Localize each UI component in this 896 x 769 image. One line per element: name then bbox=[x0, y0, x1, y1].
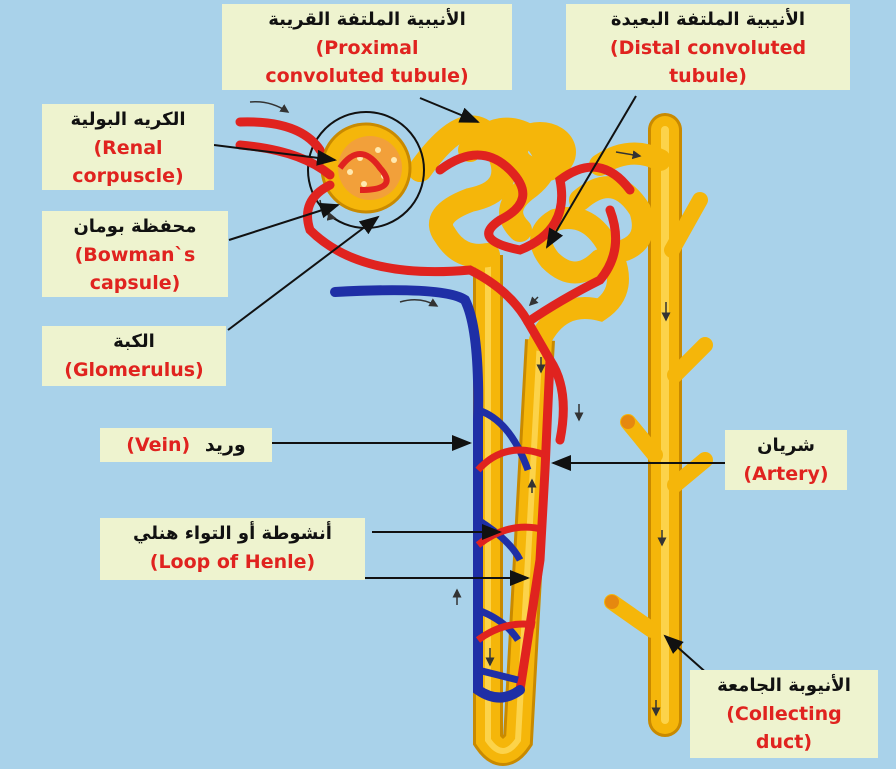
dct-arabic-text: الأنيبية الملتفة البعيدة bbox=[570, 6, 846, 34]
pct-english-line2: convoluted tubule) bbox=[226, 62, 508, 90]
vein-arabic-text: وريد bbox=[205, 434, 246, 456]
vein-english-text: (Vein) bbox=[126, 434, 190, 456]
bowman-arabic-text: محفظة بومان bbox=[46, 213, 224, 241]
collecting-english-line1: (Collecting bbox=[694, 700, 874, 728]
renal-arabic-text: الكريه البولية bbox=[46, 106, 210, 134]
vein-label-row: (Vein) وريد bbox=[104, 431, 268, 459]
renal-english-line1: (Renal bbox=[46, 134, 210, 162]
collecting-english-line2: duct) bbox=[694, 728, 874, 756]
artery-arabic-text: شريان bbox=[729, 432, 843, 460]
dct-english-line2: tubule) bbox=[570, 62, 846, 90]
artery-english-text: (Artery) bbox=[729, 460, 843, 488]
collecting-duct bbox=[605, 130, 705, 720]
pct-english-line1: (Proximal bbox=[226, 34, 508, 62]
collecting-duct-label: الأنيوبة الجامعة (Collecting duct) bbox=[690, 670, 878, 758]
loop-of-henle-label: أنشوطة أو التواء هنلي (Loop of Henle) bbox=[100, 518, 365, 580]
bowman-capsule-label: محفظة بومان (Bowman`s capsule) bbox=[42, 211, 228, 297]
vein-label: (Vein) وريد bbox=[100, 428, 272, 462]
renal-corpuscle-label: الكريه البولية (Renal corpuscle) bbox=[42, 104, 214, 190]
collecting-arabic-text: الأنيوبة الجامعة bbox=[694, 672, 874, 700]
bowman-english-line2: capsule) bbox=[46, 269, 224, 297]
renal-english-line2: corpuscle) bbox=[46, 162, 210, 190]
bowman-english-line1: (Bowman`s bbox=[46, 241, 224, 269]
pct-label: الأنيبية الملتفة القريبة (Proximal convo… bbox=[222, 4, 512, 90]
artery-label: شريان (Artery) bbox=[725, 430, 847, 490]
henle-arabic-text: أنشوطة أو التواء هنلي bbox=[104, 520, 361, 548]
glomerulus-english-text: (Glomerulus) bbox=[46, 356, 222, 384]
henle-english-text: (Loop of Henle) bbox=[104, 548, 361, 576]
pct-arabic-text: الأنيبية الملتفة القريبة bbox=[226, 6, 508, 34]
glomerulus-arabic-text: الكبة bbox=[46, 328, 222, 356]
dct-english-line1: (Distal convoluted bbox=[570, 34, 846, 62]
dct-label: الأنيبية الملتفة البعيدة (Distal convolu… bbox=[566, 4, 850, 90]
glomerulus-label: الكبة (Glomerulus) bbox=[42, 326, 226, 386]
